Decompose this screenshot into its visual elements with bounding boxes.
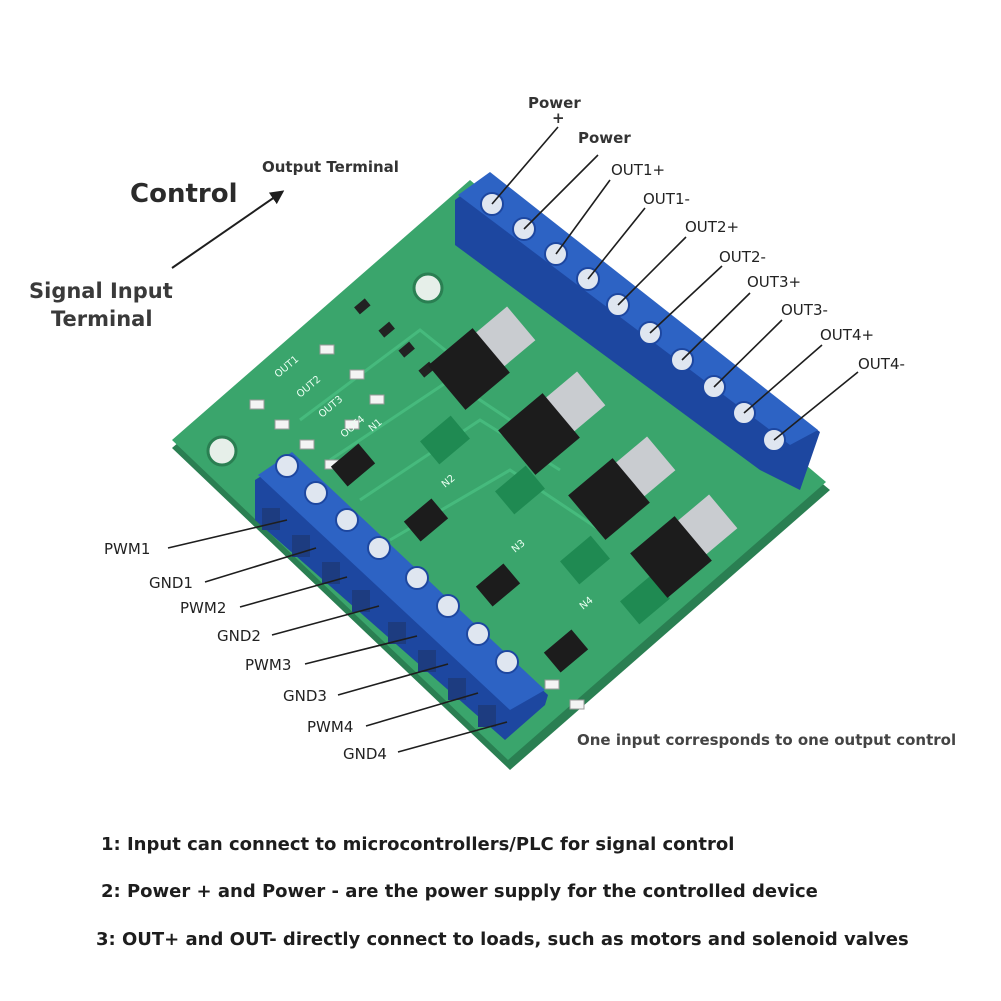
io-caption: One input corresponds to one output cont… (577, 731, 957, 749)
pwm4-label: PWM4 (307, 718, 354, 736)
out1-minus-label: OUT1- (643, 190, 690, 208)
note-1: 1: Input can connect to microcontrollers… (101, 834, 735, 855)
input-leader-lines (167, 519, 508, 753)
output-terminal-label: Output Terminal (262, 158, 399, 176)
out3-minus-label: OUT3- (781, 301, 828, 319)
output-leader-lines (491, 126, 859, 441)
gnd4-label: GND4 (343, 745, 387, 763)
out4-plus-label: OUT4+ (820, 326, 875, 344)
control-label: Control (130, 179, 238, 209)
out2-minus-label: OUT2- (719, 248, 766, 266)
power-plus-sign: + (552, 109, 565, 127)
input-terminal-block (255, 452, 548, 740)
out4-minus-label: OUT4- (858, 355, 905, 373)
mosfet (428, 306, 738, 598)
power-plus-label: Power (528, 94, 581, 112)
pwm3-label: PWM3 (245, 656, 292, 674)
optocoupler (330, 443, 589, 673)
pwm2-label: PWM2 (180, 599, 227, 617)
note-2: 2: Power + and Power - are the power sup… (101, 881, 818, 902)
mounting-hole (412, 272, 444, 304)
gnd3-label: GND3 (283, 687, 327, 705)
note-3: 3: OUT+ and OUT- directly connect to loa… (96, 929, 909, 950)
mounting-hole (206, 435, 238, 467)
gnd1-label: GND1 (149, 574, 193, 592)
gnd2-label: GND2 (217, 627, 261, 645)
control-arrow (171, 190, 285, 269)
out3-plus-label: OUT3+ (747, 273, 802, 291)
out2-plus-label: OUT2+ (685, 218, 740, 236)
pcb-board (172, 180, 830, 770)
out1-plus-label: OUT1+ (611, 161, 666, 179)
signal-input-label-line1: Signal Input (29, 279, 173, 303)
signal-input-label-line2: Terminal (51, 307, 153, 331)
power-minus-label: Power (578, 129, 631, 147)
pwm1-label: PWM1 (104, 540, 151, 558)
